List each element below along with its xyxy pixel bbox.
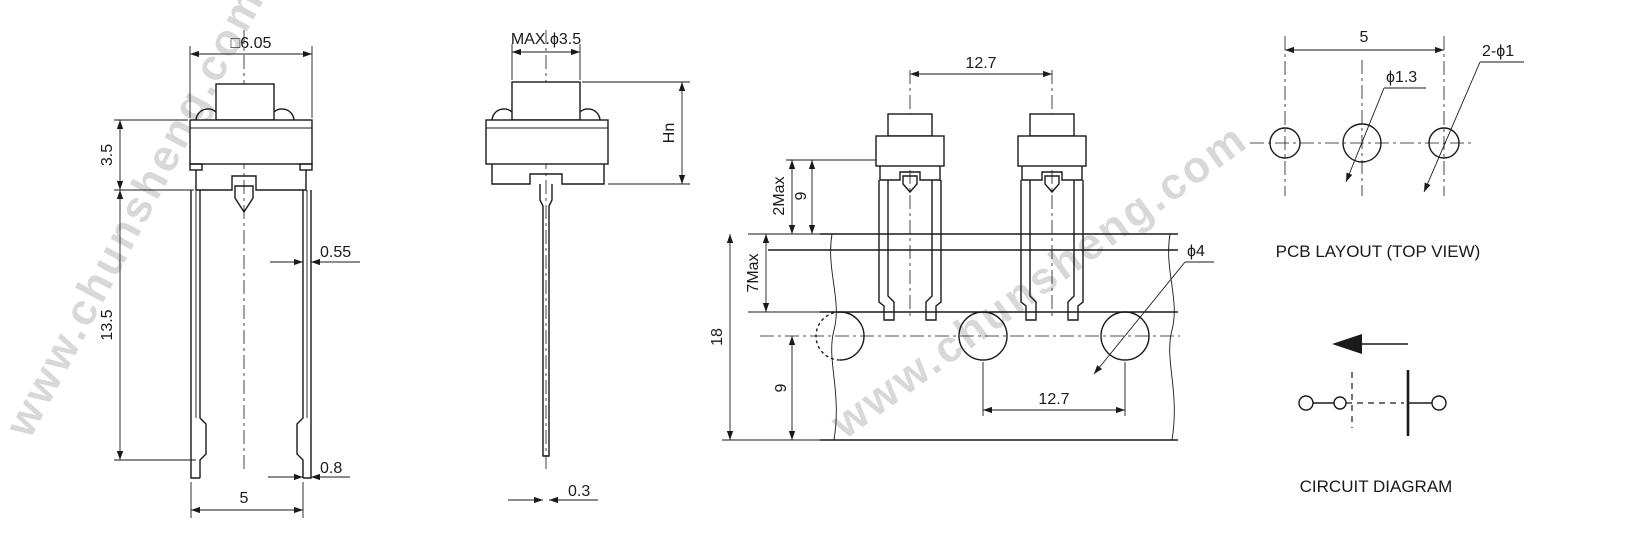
dim-pin-width: 0.8 xyxy=(320,460,342,477)
dim-body-height: 3.5 xyxy=(99,144,116,166)
side-view: MAX.ϕ3.5 Hn 0.3 xyxy=(485,30,690,504)
watermark-1: www.chunsheng.com xyxy=(0,0,274,446)
terminal-left-icon xyxy=(1298,395,1314,411)
circuit-diagram: CIRCUIT DIAGRAM xyxy=(1298,334,1453,496)
dim-pin-thickness: 0.3 xyxy=(568,483,590,500)
dim-pcb-hole-large: ϕ1.3 xyxy=(1386,69,1417,86)
dim-2max: 2Max xyxy=(771,176,788,215)
dim-height-label: Hn xyxy=(661,123,678,143)
dim-cap-diameter: MAX.ϕ3.5 xyxy=(511,31,581,48)
dim-nine-bottom: 9 xyxy=(773,383,790,392)
circuit-diagram-caption: CIRCUIT DIAGRAM xyxy=(1300,477,1453,496)
dim-nine-top: 9 xyxy=(793,191,810,200)
dim-hole-diameter: ϕ4 xyxy=(1187,243,1205,260)
dim-eighteen: 18 xyxy=(709,328,726,346)
dim-pcb-hole-small: 2-ϕ1 xyxy=(1482,43,1514,60)
dim-pitch-bottom: 12.7 xyxy=(1038,391,1069,408)
contact-moving-icon xyxy=(1333,396,1347,410)
dim-pcb-pitch: 5 xyxy=(1360,29,1369,46)
dim-pitch-top: 12.7 xyxy=(965,55,996,72)
watermark-group: www.chunsheng.com www.chunsheng.com xyxy=(0,0,1257,449)
dim-pin-pitch: 5 xyxy=(240,490,249,507)
dim-top-size: □6.05 xyxy=(231,35,272,52)
pcb-layout: 5 ϕ1.3 2-ϕ1 PCB LAYOUT (TOP VIEW) xyxy=(1250,29,1524,261)
front-view: □6.05 3.5 13.5 0.55 0.8 5 xyxy=(99,30,360,518)
pcb-layout-caption: PCB LAYOUT (TOP VIEW) xyxy=(1276,242,1481,261)
tape-view: 12.7 2Max 9 7Max 18 9 12.7 ϕ4 xyxy=(709,55,1214,441)
dim-7max: 7Max xyxy=(745,253,762,292)
dim-leg-length: 13.5 xyxy=(99,309,116,340)
terminal-right-icon xyxy=(1431,395,1447,411)
arrow-left-icon xyxy=(1332,334,1362,354)
dim-leg-width: 0.55 xyxy=(320,244,351,261)
